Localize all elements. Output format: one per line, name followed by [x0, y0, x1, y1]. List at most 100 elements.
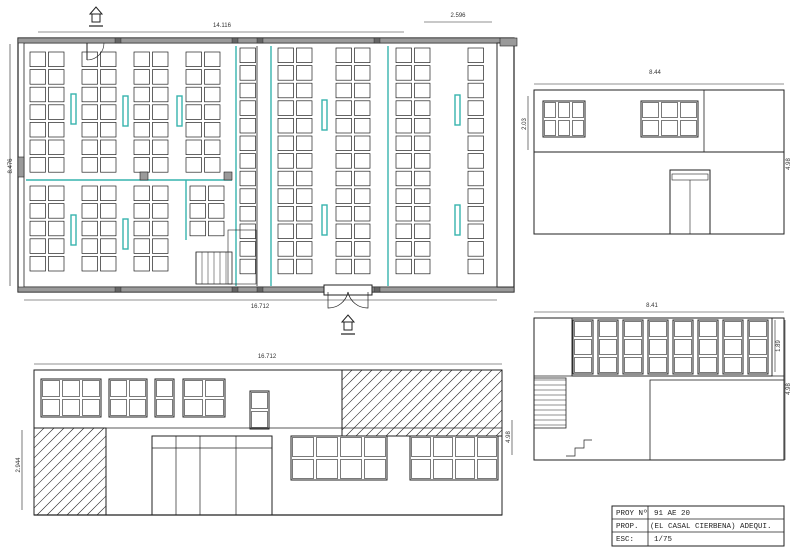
front-elevation	[21, 363, 513, 516]
south-wall-band	[17, 286, 515, 293]
rack-cell	[204, 104, 221, 120]
rack-cell	[467, 65, 484, 81]
rack-cell	[204, 86, 221, 103]
west-window	[747, 319, 769, 375]
rack-cell	[467, 258, 484, 275]
hatch-line	[34, 428, 105, 499]
rack-cell	[100, 122, 117, 138]
window-pane	[205, 380, 224, 397]
rack-cell	[239, 118, 256, 134]
project-number-value: 91 AE 20	[654, 510, 691, 518]
rack-cell	[335, 153, 352, 169]
window-pane	[184, 380, 203, 397]
rack-cell	[204, 122, 221, 138]
pier	[114, 286, 122, 293]
window-frame	[572, 319, 594, 375]
floor-marker	[454, 94, 461, 126]
rack-cell	[239, 206, 256, 222]
window-pane	[624, 339, 642, 355]
window-pane	[724, 339, 742, 355]
rack-cell	[277, 241, 294, 257]
rack-cell	[414, 82, 431, 99]
rack-cell	[133, 220, 150, 237]
rack-cell	[29, 238, 46, 254]
window-pane	[340, 437, 362, 457]
stair-frame	[533, 377, 567, 429]
window-pane	[699, 339, 717, 355]
window-pane	[661, 102, 678, 118]
hatch-line	[445, 379, 502, 436]
rack-cell	[277, 47, 294, 63]
window-pane	[156, 380, 173, 397]
rack-cell	[277, 118, 294, 134]
rack-cell	[133, 256, 150, 272]
rack-cell	[277, 82, 294, 99]
rack-cell	[133, 185, 150, 201]
rack-a1	[29, 51, 65, 173]
window-pane	[674, 321, 692, 337]
window-pane	[433, 459, 453, 479]
west-pillar	[17, 156, 25, 178]
window-pane	[316, 437, 338, 457]
window-frame	[640, 100, 699, 138]
hatch-line	[34, 428, 85, 479]
rack-c1	[239, 47, 256, 275]
pier	[231, 286, 239, 293]
rack-cell	[414, 153, 431, 169]
rack-cell	[239, 135, 256, 151]
rack-cell	[100, 157, 117, 173]
rack-cell	[81, 51, 98, 67]
rack-c5	[467, 47, 484, 275]
ne-corner	[499, 37, 518, 47]
window-pane	[642, 102, 659, 118]
rack-cell	[467, 223, 484, 239]
rack-a4	[185, 51, 221, 173]
rack-cell	[335, 118, 352, 134]
entrance-opening	[323, 284, 373, 296]
plan-bottom-width-dim: 16.712	[251, 304, 270, 310]
rack-cell	[239, 258, 256, 275]
hatch-line	[375, 370, 443, 436]
window-pane	[572, 120, 584, 136]
hatch-line	[365, 370, 433, 436]
rack-cell	[335, 206, 352, 222]
rack-cell	[296, 153, 313, 169]
arrow-head	[88, 6, 104, 15]
rack-cell	[395, 47, 412, 63]
plan-door-north	[86, 42, 105, 61]
window-pane	[599, 339, 617, 355]
rack-cell	[48, 86, 65, 103]
rack-cell	[239, 170, 256, 187]
window-pane	[433, 437, 453, 457]
west-window	[672, 319, 694, 375]
rack-cell	[277, 258, 294, 275]
rack-cell	[133, 139, 150, 155]
hatch-line	[342, 370, 403, 431]
rack-cell	[354, 135, 371, 151]
window-pane	[649, 357, 667, 373]
window-pane	[292, 459, 314, 479]
hatch-line	[157, 428, 244, 515]
rack-cell	[208, 203, 225, 219]
owner-label: PROP.	[616, 523, 639, 531]
window-frame	[672, 319, 694, 375]
hatch-line	[34, 428, 65, 459]
rack-cell	[354, 82, 371, 99]
rack-cell	[354, 100, 371, 116]
rack-cell	[335, 47, 352, 63]
rack-cell	[395, 170, 412, 187]
rack-cell	[48, 256, 65, 272]
stair-steps-right	[566, 439, 592, 457]
rack-cell	[395, 118, 412, 134]
window-pane	[749, 339, 767, 355]
window-frame	[40, 378, 102, 418]
rack-cell	[467, 188, 484, 204]
front-width-dim: 16.712	[258, 354, 277, 360]
pier	[373, 286, 381, 293]
window-frame	[697, 319, 719, 375]
hatch-line	[485, 419, 502, 436]
front-left-dim: 2.944	[16, 457, 22, 473]
stair-landing	[227, 229, 257, 285]
rack-cell	[395, 258, 412, 275]
